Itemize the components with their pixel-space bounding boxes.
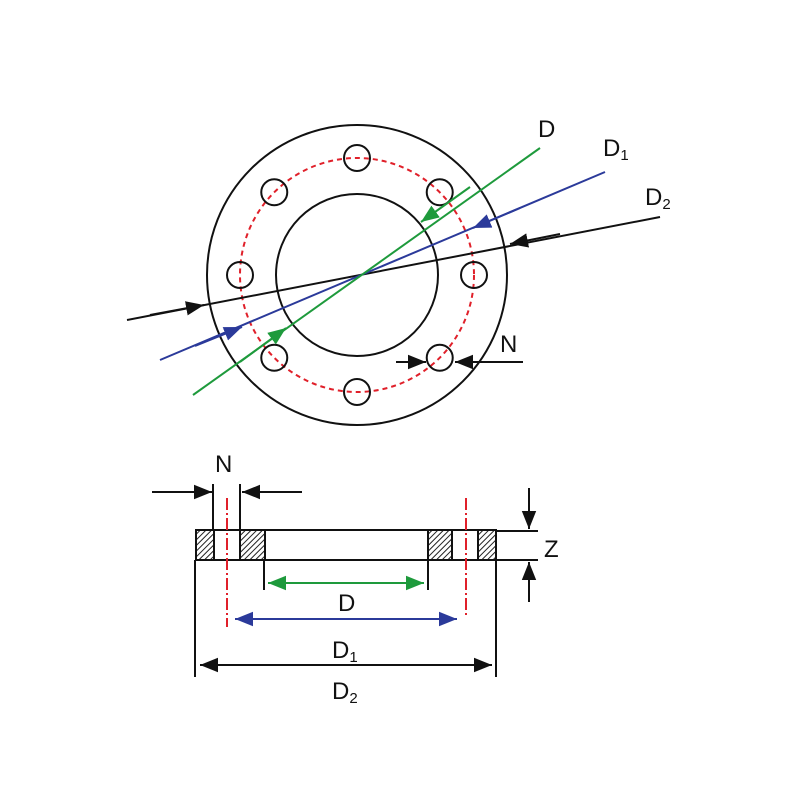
outer-circle <box>206 124 508 426</box>
d-arrow-top <box>420 186 471 223</box>
bolt-hole <box>425 343 454 372</box>
top-view <box>126 124 661 426</box>
bolt-hole <box>343 144 371 172</box>
d1-arrow-top <box>472 207 521 229</box>
bolt-holes <box>226 144 488 406</box>
bolt-hole <box>260 178 289 207</box>
bolt-hole <box>226 261 254 289</box>
side-view <box>152 484 538 677</box>
hatched-section <box>239 529 266 561</box>
bolt-hole <box>343 378 371 406</box>
hatched-section <box>477 529 497 561</box>
label-d1-side: D1 <box>332 637 358 666</box>
d2-arrow-top <box>509 233 561 248</box>
label-d-top: D <box>538 116 555 143</box>
bolt-hole <box>425 178 454 207</box>
label-d2-side: D2 <box>332 678 358 707</box>
d2-dimension-line <box>126 216 661 321</box>
label-d-side: D <box>338 590 355 617</box>
label-n-side: N <box>215 451 232 478</box>
bolt-hole <box>460 261 488 289</box>
bolt-hole <box>260 343 289 372</box>
d-arrow-bottom <box>239 327 287 363</box>
label-d1-top: D1 <box>603 135 629 164</box>
label-n-top: N <box>500 331 517 358</box>
bolt-circle <box>239 157 475 393</box>
d1-arrow-bottom <box>194 326 243 347</box>
d2-arrow-bottom <box>149 301 205 316</box>
inner-bore-circle <box>275 193 439 357</box>
hatched-section <box>427 529 453 561</box>
label-d2-top: D2 <box>645 184 671 213</box>
label-z: Z <box>544 536 559 563</box>
hatched-section <box>195 529 215 561</box>
